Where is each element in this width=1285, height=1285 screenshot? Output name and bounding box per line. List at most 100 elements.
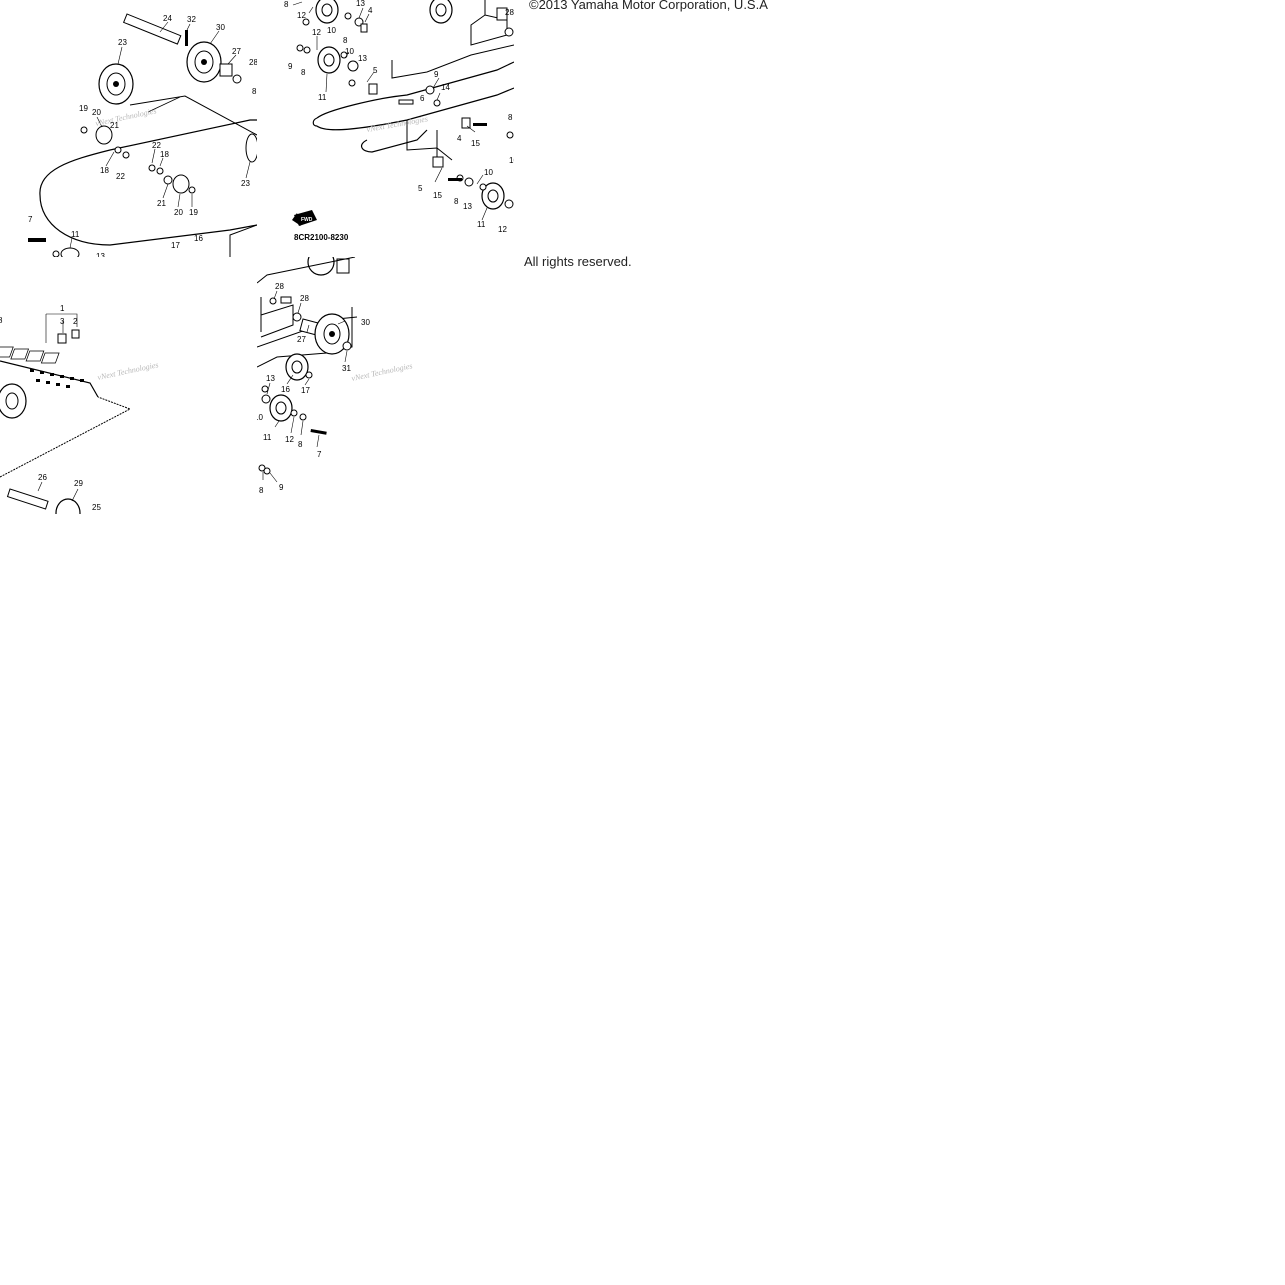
part-label: 1 [60, 304, 65, 313]
part-label: 27 [297, 335, 306, 344]
washer-part [122, 151, 130, 159]
part-label: 17 [171, 241, 180, 250]
part-label: 5 [373, 66, 378, 75]
part-labels: 24 32 30 23 27 28 19 20 21 18 22 22 18 2… [28, 14, 257, 257]
part-label: 23 [118, 38, 127, 47]
part-label: 13 [266, 374, 275, 383]
wheel-axle [113, 81, 119, 87]
spacer-part [163, 175, 173, 185]
diagram-code-label: 8CR2100-8230 [294, 233, 349, 242]
part-label: 13 [356, 0, 365, 8]
leader-lines [69, 21, 251, 249]
slide-rail-tip [312, 117, 318, 127]
nut-part [188, 186, 196, 194]
washer-part [114, 146, 122, 154]
forward-direction-icon: FWD [292, 210, 317, 226]
part-label: 9 [434, 70, 439, 79]
bracket-tab [496, 7, 508, 21]
wheel-hub [106, 72, 126, 96]
part-label: 10 [257, 413, 263, 422]
bushing-part [219, 63, 233, 77]
part-label: 22 [116, 172, 125, 181]
part-label: 8 [0, 316, 3, 325]
wheel-hub [321, 3, 333, 17]
part-label: 26 [38, 473, 47, 482]
part-label: 4 [368, 6, 373, 15]
leader-lines [37, 313, 79, 502]
part-label: 28 [505, 8, 514, 17]
bolt-part [28, 238, 46, 242]
bearing-part [172, 174, 190, 194]
wheel-hub [323, 323, 341, 345]
frame-outline [229, 224, 257, 257]
part-label: 11 [71, 230, 80, 239]
track-belt-edge [0, 396, 132, 478]
leader-lines [292, 1, 488, 221]
part-label: 25 [92, 503, 101, 512]
track-assembly-drawing-c: vNext Technologies 1 3 2 8 26 29 25 [0, 304, 160, 514]
washer-part [52, 250, 60, 257]
part-label: 10 [345, 47, 354, 56]
part-label: 6 [420, 94, 425, 103]
hardware-parts [258, 297, 352, 475]
part-label: 8 [252, 87, 257, 96]
part-label: 3 [60, 317, 65, 326]
svg-text:FWD: FWD [301, 217, 313, 223]
part-label: 20 [174, 208, 183, 217]
frame-outline [406, 120, 453, 161]
part-label: 8 [454, 197, 459, 206]
part-label: 7 [317, 450, 322, 459]
part-label: 16 [194, 234, 203, 243]
part-label: 8 [284, 0, 289, 9]
shaft-part [6, 488, 49, 510]
wheel-axle [201, 59, 207, 65]
frame-outline [257, 257, 356, 284]
plate-part [280, 296, 292, 304]
slide-rail-top [316, 61, 514, 119]
part-label: 8 [298, 440, 303, 449]
part-label: 30 [361, 318, 370, 327]
idler-wheel [55, 498, 81, 514]
rights-reserved-text: All rights reserved. [524, 254, 632, 269]
track-clips [30, 369, 84, 388]
wheel-hub [487, 189, 499, 203]
diagram-tile-rear-wheels: vNext Technologies 28 28 30 27 31 13 16 … [257, 257, 514, 514]
track-belt-edge [0, 360, 99, 398]
leader-line [147, 96, 181, 113]
part-label: 27 [232, 47, 241, 56]
part-label: 14 [441, 83, 450, 92]
diagram-tile-track-upper-left: vNext Technologies 24 32 30 23 27 28 19 … [0, 0, 257, 257]
part-label: 8 [508, 113, 513, 122]
wheel-hub [435, 3, 447, 17]
part-label: 8 [259, 486, 264, 495]
part-label: 8 [343, 36, 348, 45]
wheel-hub [291, 360, 303, 374]
bolt-part [448, 178, 462, 181]
leader-lines [262, 290, 348, 483]
part-label: 12 [297, 11, 306, 20]
track-assembly-drawing-d: vNext Technologies 28 28 30 27 31 13 16 … [257, 257, 413, 495]
part-labels: 1 3 2 8 26 29 25 [0, 304, 101, 512]
part-label: 20 [92, 108, 101, 117]
part-label: 15 [433, 191, 442, 200]
idler-wheel [307, 257, 335, 276]
track-assembly-drawing-a: vNext Technologies 24 32 30 23 27 28 19 … [28, 13, 257, 257]
part-label: 31 [342, 364, 351, 373]
frame-outline [129, 95, 257, 136]
rail-bracket [470, 14, 508, 46]
idler-wheel-edge [245, 133, 257, 163]
pin-part [185, 30, 188, 46]
watermark-text: vNext Technologies [97, 360, 160, 382]
part-label: 13 [96, 252, 105, 257]
idler-wheel [269, 394, 293, 422]
watermark-text: vNext Technologies [95, 106, 158, 128]
part-label: 13 [358, 54, 367, 63]
wheel-hub [275, 401, 287, 415]
part-label: 17 [301, 386, 310, 395]
part-label: 21 [110, 121, 119, 130]
part-label: 28 [300, 294, 309, 303]
part-label: 9 [288, 62, 293, 71]
diagram-tile-slide-rail: FWD 8CR2100-8230 vNext Technologies 8 12… [257, 0, 514, 257]
part-label: 32 [187, 15, 196, 24]
idler-wheel [481, 182, 505, 210]
